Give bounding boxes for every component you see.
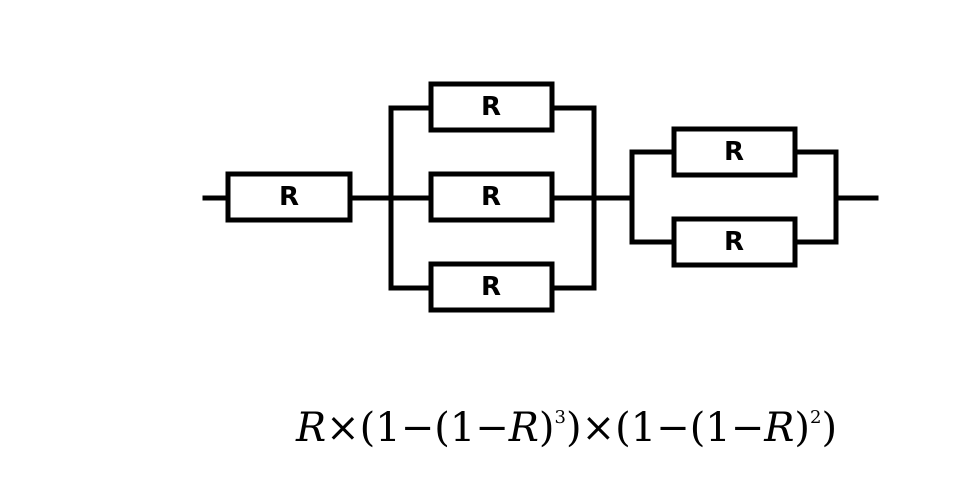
resistor-label: R <box>481 92 501 122</box>
resistor-parallel3-middle: R <box>428 171 555 223</box>
resistor-label: R <box>724 137 744 167</box>
formula-times: × <box>581 405 616 451</box>
resistor-parallel3-bottom: R <box>428 261 555 313</box>
formula-close-paren: ) <box>565 405 582 451</box>
formula-close-paren: ) <box>538 405 555 451</box>
resistor-label: R <box>724 227 744 257</box>
block1-left-rail <box>388 105 434 291</box>
resistor-parallel2-top: R <box>671 126 798 178</box>
formula-minus: − <box>475 405 509 451</box>
resistor-parallel2-bottom: R <box>671 216 798 268</box>
formula-open-paren: ( <box>434 405 450 451</box>
resistor-parallel3-top: R <box>428 81 555 133</box>
formula-r: R <box>508 405 539 451</box>
resistor-series: R <box>225 171 353 223</box>
formula-minus: − <box>400 405 435 451</box>
formula-one: 1 <box>375 405 401 451</box>
reliability-formula: R×(1−(1−R)3)×(1−(1−R)2) <box>296 405 837 465</box>
formula-close-paren: ) <box>794 405 810 451</box>
formula-close-paren: ) <box>821 405 838 451</box>
formula-one: 1 <box>705 405 731 451</box>
formula-one: 1 <box>630 405 657 451</box>
formula-minus: − <box>656 405 690 451</box>
formula-exponent-3: 3 <box>554 407 566 428</box>
formula-open-paren: ( <box>615 405 631 451</box>
formula-one: 1 <box>449 405 476 451</box>
resistor-label: R <box>481 272 501 302</box>
formula-open-paren: ( <box>689 405 706 451</box>
formula-r: R <box>764 405 795 451</box>
formula-r: R <box>296 405 327 451</box>
formula-open-paren: ( <box>359 405 376 451</box>
resistor-label: R <box>279 182 299 212</box>
formula-times: × <box>326 405 360 451</box>
block1-right-rail <box>549 105 597 291</box>
block2-right-rail <box>792 149 839 245</box>
resistor-label: R <box>481 182 501 212</box>
formula-minus: − <box>730 405 765 451</box>
formula-exponent-2: 2 <box>810 407 822 428</box>
block2-left-rail <box>629 149 677 245</box>
